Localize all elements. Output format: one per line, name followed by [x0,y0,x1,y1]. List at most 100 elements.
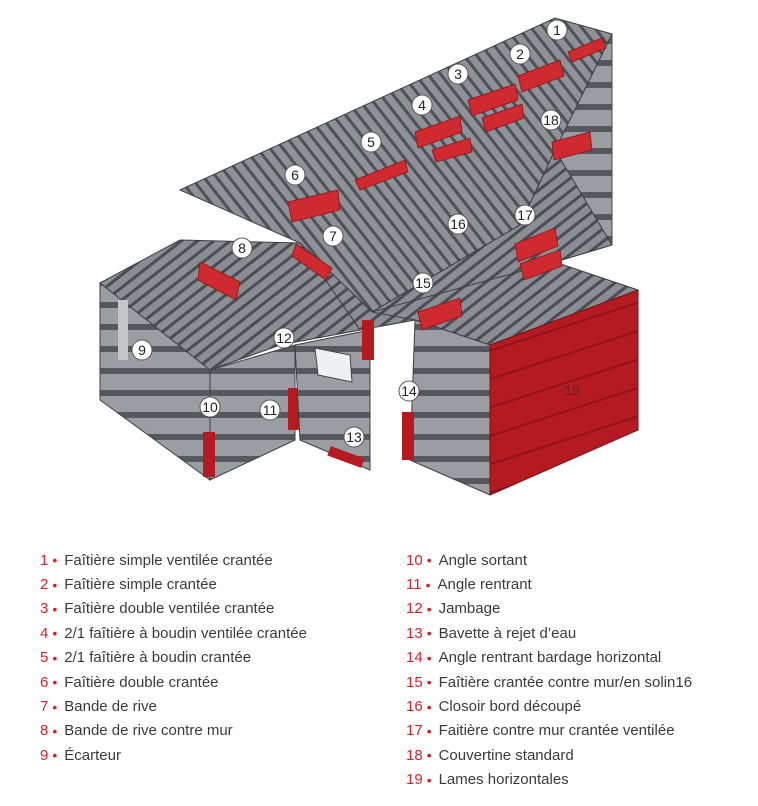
callout-11: 11 [259,399,281,421]
svg-text:12: 12 [276,330,292,346]
callout-17: 17 [514,204,536,226]
legend-item: 11•Angle rentrant [406,572,692,596]
legend-bullet: • [426,698,432,715]
legend-bullet: • [52,747,58,764]
legend-item: 13•Bavette à rejet d’eau [406,621,692,645]
legend-number: 12 [406,600,423,618]
legend-label: Faitière contre mur crantée ventilée [438,722,675,740]
svg-text:16: 16 [450,216,466,232]
legend-bullet: • [52,625,58,642]
svg-text:2: 2 [516,46,524,62]
panel-label-19: 19 [564,382,580,398]
legend-label: Faîtière double crantée [64,673,219,691]
legend-bullet: • [426,552,432,569]
callout-13: 13 [343,426,365,448]
svg-text:10: 10 [202,399,218,415]
legend-label: Faîtière simple crantée [64,576,217,594]
callout-9: 9 [131,339,153,361]
legend-label: 2/1 faîtière à boudin ventilée crantée [64,624,307,642]
callout-5: 5 [360,131,382,153]
legend-item: 17•Faitière contre mur crantée ventilée [406,719,692,743]
building-diagram: 1 2 3 4 5 6 7 8 9 10 11 12 13 14 15 16 1… [99,17,640,496]
legend-number: 5 [40,649,49,667]
legend-number: 10 [406,551,423,569]
callout-8: 8 [231,237,253,259]
legend-bullet: • [52,649,58,666]
svg-text:4: 4 [418,97,426,113]
svg-text:1: 1 [553,22,561,38]
callout-6: 6 [284,164,306,186]
legend-number: 2 [40,576,49,594]
svg-text:3: 3 [454,66,462,82]
callout-12: 12 [273,327,295,349]
legend-bullet: • [426,722,432,739]
legend-item: 9•Écarteur [40,743,307,767]
legend-bullet: • [425,576,431,593]
legend-label: Lames horizontales [438,771,569,789]
callout-10: 10 [199,396,221,418]
legend-item: 3•Faîtière double ventilée crantée [40,597,307,621]
legend-bullet: • [426,625,432,642]
legend-bullet: • [426,771,432,788]
callout-3: 3 [447,63,469,85]
legend-item: 6• Faîtière double crantée [40,670,307,694]
legend-label: 2/1 faîtière à boudin crantée [64,649,252,667]
legend-column-right: 10•Angle sortant 11•Angle rentrant 12•Ja… [406,548,692,792]
svg-text:17: 17 [517,207,533,223]
legend-number: 18 [406,746,423,764]
callout-7: 7 [322,225,344,247]
legend-bullet: • [52,600,58,617]
legend-label: Faîtière simple ventilée crantée [64,551,273,569]
legend-number: 7 [40,698,49,716]
svg-text:6: 6 [291,167,299,183]
callout-2: 2 [509,43,531,65]
legend-item: 16•Closoir bord découpé [406,694,692,718]
svg-text:7: 7 [329,228,337,244]
legend-item: 8•Bande de rive contre mur [40,719,307,743]
middle-walls [294,320,374,471]
legend-item: 7• Bande de rive [40,694,307,718]
legend-item: 14•Angle rentrant bardage horizontal [406,646,692,670]
legend-column-left: 1•Faîtière simple ventilée crantée 2•Faî… [40,548,307,768]
legend-label: Jambage [438,600,501,618]
legend-bullet: • [52,674,58,691]
callout-18: 18 [540,109,562,131]
svg-text:8: 8 [238,240,246,256]
svg-text:5: 5 [367,134,375,150]
legend-label: Écarteur [64,746,121,764]
legend-item: 18•Couvertine standard [406,743,692,767]
legend-label: Closoir bord découpé [438,698,582,716]
legend-number: 15 [406,673,423,691]
legend-label: Angle rentrant bardage horizontal [438,649,662,667]
left-walls [99,281,300,481]
legend-item: 12•Jambage [406,597,692,621]
svg-text:15: 15 [415,275,431,291]
legend-number: 6 [40,673,49,691]
red-flashings [197,37,607,331]
legend-bullet: • [426,747,432,764]
legend-item: 15• Faîtière crantée contre mur/en solin1… [406,670,692,694]
legend-bullet: • [52,552,58,569]
callout-1: 1 [546,19,568,41]
legend-label: Bavette à rejet d’eau [438,624,577,642]
callout-14: 14 [398,380,420,402]
legend-number: 14 [406,649,423,667]
legend-label: Angle sortant [438,551,527,569]
legend-number: 3 [40,600,49,618]
legend-item: 10• Angle sortant [406,548,692,572]
callout-15: 15 [412,272,434,294]
legend-number: 11 [406,576,422,594]
legend-number: 8 [40,722,49,740]
legend-bullet: • [52,698,58,715]
legend-label: Bande de rive contre mur [64,722,233,740]
legend-label: Bande de rive [64,698,157,716]
svg-text:13: 13 [346,429,362,445]
legend-bullet: • [426,674,432,691]
legend-label: Faîtière crantée contre mur/en solin16 [438,673,693,691]
legend-item: 1•Faîtière simple ventilée crantée [40,548,307,572]
callout-16: 16 [447,213,469,235]
legend-item: 2•Faîtière simple crantée [40,572,307,596]
legend-item: 5• 2/1 faîtière à boudin crantée [40,646,307,670]
svg-text:9: 9 [138,342,146,358]
legend-item: 4•2/1 faîtière à boudin ventilée crantée [40,621,307,645]
